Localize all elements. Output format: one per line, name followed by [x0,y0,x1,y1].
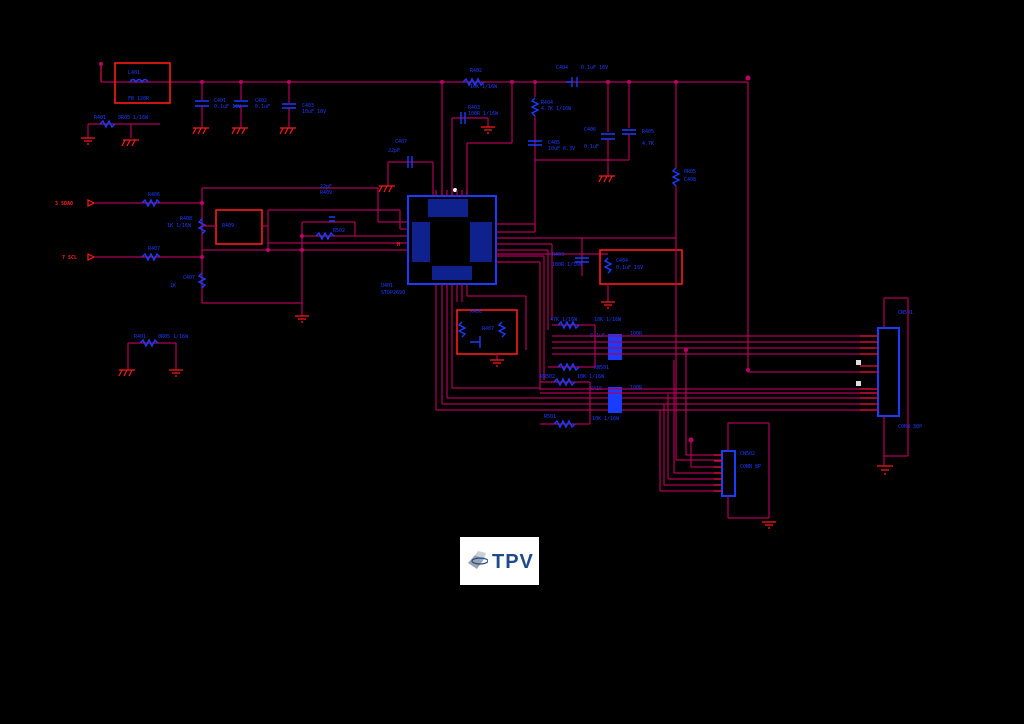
label-x401: R502 [333,228,345,234]
label-c402: C402 [255,98,267,104]
label-r502: RN501 [594,365,609,371]
label-r-box2: C404 [616,258,628,264]
label-l401: L401 [128,70,140,76]
label-c-mid: R403 [552,252,564,258]
label-c405: C405 [548,140,560,146]
resistor-network-lower: RN502 10K 1/16W R501 10K 1/16W R410 100R [540,374,875,429]
lower-left-resistor: R401 0R05 1/16W [118,334,189,377]
label-r408: R408 [180,216,192,222]
label-r504-val: 10K 1/16W [592,416,620,422]
label-r501: 47K 1/16W [550,317,578,323]
label-r503-val: 10K 1/16W [577,374,605,380]
label-c407: 22pF [320,184,332,190]
label-r409-val: 1K [170,283,176,289]
resistor-network-upper: 47K 1/16W 10K 1/16W RN501 0.1uF 100R [548,317,875,372]
rail-decoupling-caps: C401 0.1uF 16V C402 0.1uF C403 10uF 10V [192,82,326,135]
main-ic-reference: U401 [381,283,393,289]
bottom-connector: CN502 CONN 8P [714,422,776,529]
label-r404: R404 [541,100,553,106]
label-r-box3b: R407 [482,326,494,332]
label-r501-val: 10K 1/16W [594,317,622,323]
label-r402-val: 10K 1/16W [470,84,498,90]
left-ground-branch: R401 0R05 1/16W [81,115,160,147]
input-port-group: 3 SDA0 R406 7 SCL R407 [55,192,202,262]
label-r401: R401 [94,115,106,121]
bottom-connector-reference: CN502 [740,451,755,457]
label-r409: C407 [183,275,195,281]
label-r406: R406 [148,192,160,198]
label-c406: C406 [584,127,596,133]
main-ic-value: STDP2690 [381,290,405,296]
label-c403-val: 10uF 10V [302,109,326,115]
left-pullup-network: R408 1K 1/16W C407 1K R409 R502 22pF R40… [167,184,408,323]
ic-top-left-cap: C407 22pF [378,139,434,196]
nets-to-bottom-connector [659,238,875,492]
port-b-label: 7 SCL [62,255,77,261]
company-logo: TPV [460,537,539,585]
label-rn501-val: 100R [630,331,643,337]
label-c401-val: 0.1uF 16V [214,104,241,110]
bottom-connector-value: CONN 8P [740,464,761,470]
label-r404-val: 4.7K 1/16W [541,106,572,112]
label-c401: C401 [214,98,226,104]
top-right-cluster: C404 0.1uF 16V R404 4.7K 1/16W C405 10uF… [496,65,750,372]
label-c403: C403 [302,103,314,109]
top-middle-components: R402 10K 1/16W R403 100R 1/16W [441,68,513,196]
label-r-box2-val: 0.1uF 16V [616,265,643,271]
label-r-lower-val: 0R05 1/16W [158,334,189,340]
label-l401-val: FB 120R [128,96,150,102]
label-c407-val: R409 [320,190,332,196]
label-r-lower: R401 [134,334,146,340]
label-c402-val: 0.1uF [255,104,270,110]
label-c408: C407 [395,139,407,145]
label-r403: C404 [556,65,568,71]
label-r402: R402 [470,68,482,74]
label-r408-val: 1K 1/16W [167,223,192,229]
label-r-box3: R406 [470,309,482,315]
label-r401-val: 0R05 1/16W [118,115,149,121]
input-filter-block: L401 FB 120R [114,62,171,104]
top-power-rail [99,62,751,84]
svg-text:H: H [397,242,400,248]
label-c406-val: 0.1uF [584,144,599,150]
label-r503: RN502 [540,374,555,380]
logo-mark-icon [468,551,488,569]
label-r410: 0R05 [684,169,696,175]
right-connector: CN501 CONN 30P [856,297,922,475]
label-rn502-val: 100R [630,385,643,391]
label-c404: R403 [468,105,480,111]
logo-text: TPV [492,551,534,573]
label-r403-val: 0.1uF 16V [581,65,608,71]
ic-right-outputs: R403 100R 1/16W C404 0.1uF 16V [496,223,683,390]
label-c-mid-val: 100R 1/16W [552,262,583,268]
right-connector-reference: CN501 [898,310,913,316]
label-c405-val: 10uF 6.3V [548,146,575,152]
label-rn-box: R409 [222,223,234,229]
right-connector-value: CONN 30P [898,424,922,430]
label-r405: R405 [642,129,654,135]
port-a-label: 3 SDA0 [55,201,73,207]
ic-bottom-nets: R406 R407 [435,290,875,411]
label-r504: R501 [544,414,556,420]
label-c404-val: 100R 1/16W [468,111,499,117]
label-r407: R407 [148,246,160,252]
main-ic: U401 STDP2690 H [381,188,497,296]
label-c408-val: 22pF [388,148,400,154]
label-r410-val: C408 [684,177,696,183]
label-r405-val: 4.7K [642,141,654,147]
